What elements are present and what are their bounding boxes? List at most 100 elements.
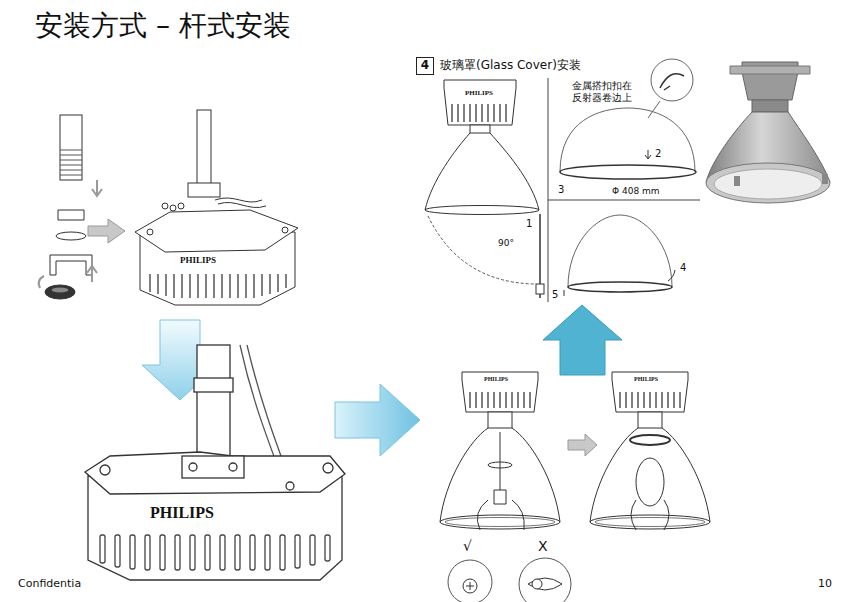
callout-number: 5 [552, 289, 558, 301]
brand-mark: PHILIPS [180, 255, 216, 265]
lamp-steps [448, 560, 492, 602]
glass-cover-steps [425, 133, 539, 210]
glass-cover-steps [564, 290, 565, 296]
callout-number: 3 [558, 184, 564, 196]
housing-large [190, 535, 195, 570]
lamp-steps [440, 372, 710, 602]
callout-number: 4 [680, 262, 686, 274]
footer-text: Confidentia [18, 578, 81, 591]
callout-number: 1 [526, 218, 532, 230]
callout-number: 2 [655, 148, 661, 160]
housing-large [280, 535, 285, 570]
housing-large [115, 535, 120, 567]
housing-large [182, 456, 244, 478]
lamp-photo [822, 174, 828, 184]
housing-small [178, 203, 184, 209]
housing-small [215, 198, 266, 208]
housing-small [150, 274, 286, 298]
pole-parts [50, 255, 92, 275]
glass-cover-steps [645, 150, 651, 159]
glass-cover-steps [452, 104, 506, 122]
lamp-photo [706, 163, 830, 203]
housing-large [175, 535, 180, 570]
glass-cover-steps [568, 215, 672, 287]
pole-parts [51, 287, 69, 293]
dimension: Φ 408 mm [612, 186, 660, 196]
housing-large [160, 535, 165, 570]
glass-cover-steps [536, 284, 544, 294]
pole-parts [56, 232, 86, 240]
step-number: 4 [421, 59, 429, 72]
housing-small [170, 205, 176, 211]
flow-arrow-right [335, 384, 420, 456]
housing-large [220, 535, 225, 570]
glass-cover-steps [648, 101, 660, 118]
lamp-photo [752, 100, 788, 112]
lamp-steps [488, 462, 512, 468]
lamp-steps [636, 458, 664, 506]
lamp-steps [477, 500, 524, 530]
lamp-steps [532, 579, 542, 589]
lamp-photo [734, 176, 740, 186]
angle-label: 90° [498, 238, 514, 248]
housing-large [250, 535, 255, 570]
housing-small [197, 110, 211, 190]
lamp-steps [568, 434, 597, 456]
housing-large [205, 535, 210, 570]
housing-large [295, 535, 300, 568]
glass-cover-steps [568, 282, 672, 292]
brand-mark: PHILIPS [150, 504, 214, 522]
housing-large [85, 345, 345, 580]
pole-parts [92, 180, 102, 196]
housing-small [282, 227, 288, 233]
housing-small [135, 210, 298, 252]
step-number-box: 4 [416, 57, 434, 75]
wrong-mark: X [538, 538, 548, 554]
pole-parts [88, 219, 125, 243]
housing-large [85, 452, 345, 494]
housing-large [145, 535, 150, 570]
housing-large [325, 535, 330, 561]
lamp-steps [440, 372, 560, 529]
lamp-steps [519, 558, 571, 602]
housing-large [286, 482, 294, 490]
housing-large [229, 463, 237, 471]
glass-cover-steps [444, 80, 516, 125]
pole-parts [60, 115, 82, 180]
housing-large [265, 535, 270, 570]
glass-cover-steps [560, 108, 695, 172]
housing-small [135, 110, 298, 305]
housing-large [310, 535, 315, 565]
housing-small [162, 203, 168, 209]
lamp-steps [463, 579, 477, 593]
flow-arrow-up [543, 305, 622, 375]
glass-cover-steps [548, 78, 700, 302]
glass-cover-steps [668, 270, 675, 281]
glass-cover-steps [425, 206, 539, 215]
pole-parts [39, 115, 125, 299]
pole-parts [58, 210, 84, 220]
lamp-steps [630, 435, 670, 445]
pole-parts [39, 276, 44, 288]
glass-cover-steps [560, 165, 696, 179]
lamp-steps [528, 578, 562, 590]
brand-mark: PHILIPS [484, 376, 508, 383]
pole-parts [87, 266, 97, 282]
note-text: 金属搭扣扣在 反射器卷边上 [572, 80, 636, 103]
brand-mark: PHILIPS [634, 376, 658, 383]
housing-large [100, 535, 105, 563]
pole-parts [60, 150, 82, 175]
housing-large [100, 535, 330, 570]
glass-cover-steps [660, 74, 684, 90]
brand-mark: PHILIPS [465, 89, 493, 97]
lamp-steps [631, 500, 669, 530]
lamp-steps [466, 582, 474, 590]
step-heading: 玻璃罩(Glass Cover)安装 [440, 59, 581, 73]
pole-parts [45, 285, 75, 299]
housing-small [188, 183, 220, 197]
housing-large [194, 378, 233, 392]
housing-large [235, 535, 240, 570]
